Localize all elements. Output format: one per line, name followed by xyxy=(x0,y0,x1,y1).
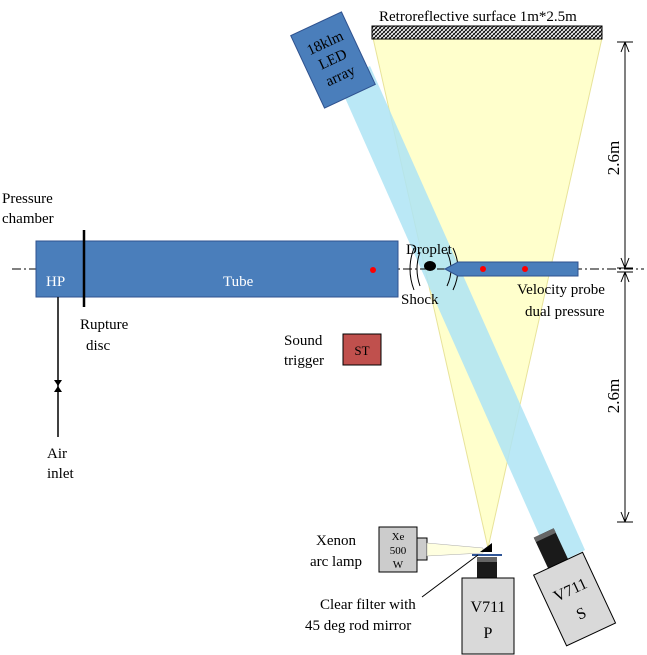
camera-p-body xyxy=(461,577,515,655)
shock-label: Shock xyxy=(401,292,439,308)
tube-label: Tube xyxy=(223,274,254,290)
xenon-box-line1: Xe xyxy=(392,531,405,543)
camera-p-lens xyxy=(477,557,497,579)
pressure-chamber-line1: Pressure xyxy=(2,191,53,207)
camera-p-lens-ring xyxy=(477,557,497,562)
rupture-disc-line1: Rupture xyxy=(80,317,129,333)
droplet-label: Droplet xyxy=(406,242,453,258)
velocity-probe xyxy=(443,261,579,277)
dimension-upper xyxy=(617,41,633,269)
sound-trigger-box xyxy=(342,333,382,366)
dimension-upper-label: 2.6m xyxy=(604,141,623,175)
filter-label-line1: Clear filter with xyxy=(320,597,416,613)
xenon-lamp-box xyxy=(378,526,418,573)
xenon-label-line1: Xenon xyxy=(316,533,356,549)
shock-tube xyxy=(35,240,399,298)
dimension-lower-label: 2.6m xyxy=(604,379,623,413)
filter-pointer xyxy=(421,554,479,598)
retroreflective-label: Retroreflective surface 1m*2.5m xyxy=(379,9,577,25)
air-inlet-line1: Air xyxy=(47,446,67,462)
rupture-disc-line2: disc xyxy=(86,338,111,354)
air-inlet-line xyxy=(54,297,62,437)
camera-s-lens-ring xyxy=(533,528,556,543)
filter-label-line2: 45 deg rod mirror xyxy=(305,618,411,634)
xenon-beam xyxy=(426,542,484,557)
led-beam xyxy=(338,66,585,566)
rod-mirror xyxy=(480,543,492,552)
velocity-probe-line2: dual pressure xyxy=(525,304,605,320)
tube-sensor-dot xyxy=(370,267,376,273)
retroreflective-surface xyxy=(371,25,603,40)
camera-p-line1: V711 xyxy=(471,599,506,616)
xenon-label-line2: arc lamp xyxy=(310,554,362,570)
camera-p-line2: P xyxy=(484,625,493,642)
camera-s-body xyxy=(532,551,617,647)
tube-hp-label: HP xyxy=(46,274,65,290)
probe-sensor-dot-2 xyxy=(522,266,528,272)
dimension-lower xyxy=(617,271,633,523)
sound-trigger-box-label: ST xyxy=(354,343,369,358)
camera-s: V711 S xyxy=(532,528,617,647)
xenon-box-line3: W xyxy=(393,559,404,571)
sound-trigger-line1: Sound xyxy=(284,333,323,349)
xenon-lamp-nozzle xyxy=(416,537,428,561)
pressure-chamber-line2: chamber xyxy=(2,211,54,227)
droplet xyxy=(424,261,436,271)
sound-trigger-line2: trigger xyxy=(284,353,324,369)
velocity-probe-line1: Velocity probe xyxy=(517,282,605,298)
led-array: 18klm LED array xyxy=(290,11,376,109)
xenon-box-line2: 500 xyxy=(390,545,407,557)
air-inlet-line2: inlet xyxy=(47,466,74,482)
probe-sensor-dot-1 xyxy=(480,266,486,272)
